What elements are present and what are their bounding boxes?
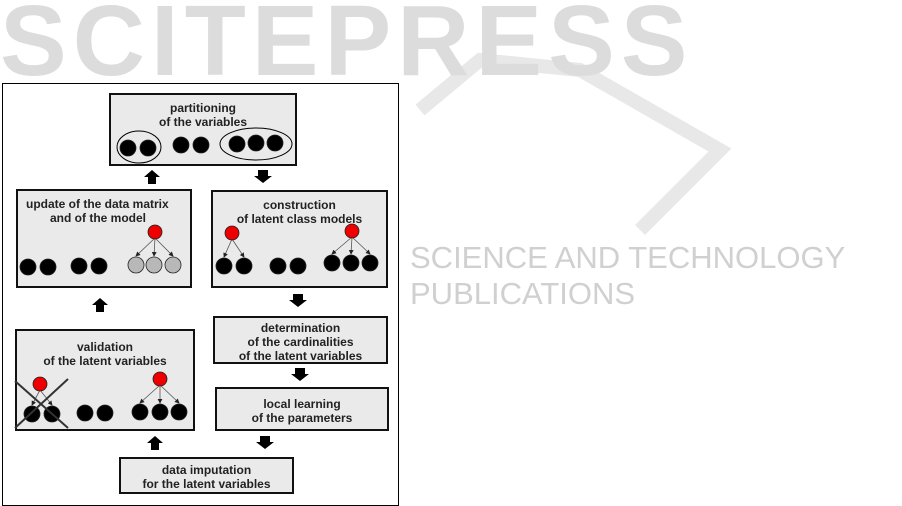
observed-node <box>323 254 341 272</box>
edge <box>351 236 371 255</box>
rejected-cross <box>14 378 69 429</box>
edge <box>31 389 41 406</box>
updated-node <box>145 256 163 274</box>
edge <box>331 236 353 255</box>
box-imputation: data imputation for the latent variables <box>119 457 294 494</box>
observed-node <box>342 254 360 272</box>
observed-node <box>39 258 57 276</box>
label: of the latent variables <box>238 349 363 363</box>
latent-node <box>147 224 163 240</box>
label: determination <box>260 321 341 335</box>
observed-node <box>90 257 108 275</box>
observed-node <box>19 258 37 276</box>
observed-node <box>119 139 137 157</box>
arrow-down-icon <box>256 436 274 449</box>
arrow-up-icon <box>144 170 160 184</box>
observed-node <box>131 403 149 421</box>
label: of the cardinalities <box>247 335 354 349</box>
edge <box>223 238 233 258</box>
latent-node <box>152 371 168 387</box>
observed-node <box>215 257 233 275</box>
edge <box>154 237 174 257</box>
group-ellipse <box>116 130 162 164</box>
edge <box>231 238 245 258</box>
label: update of the data matrix <box>26 197 169 211</box>
latent-node <box>32 376 48 392</box>
arrow-up-icon <box>147 436 163 450</box>
updated-node <box>164 256 182 274</box>
arrow-up-icon <box>92 298 108 312</box>
edge <box>139 384 161 404</box>
box-determination: determination of the cardinalities of th… <box>213 316 388 364</box>
label: validation <box>76 340 133 354</box>
label: of latent class models <box>236 212 363 226</box>
arrow-down-icon <box>291 368 309 381</box>
label: of the latent variables <box>43 354 167 368</box>
diagram-graphics <box>14 127 379 450</box>
latent-node <box>224 225 240 241</box>
observed-node <box>172 136 190 154</box>
arrow-down-icon <box>289 294 307 307</box>
observed-node <box>235 257 253 275</box>
observed-node <box>170 403 188 421</box>
edge <box>159 384 180 404</box>
label: of the variables <box>158 115 248 129</box>
observed-node <box>361 254 379 272</box>
arrow-down-icon <box>254 170 272 183</box>
watermark-title: SCITEPRESS <box>0 0 694 82</box>
group-ellipse <box>219 127 293 161</box>
label: for the latent variables <box>142 477 271 491</box>
edge <box>348 236 354 255</box>
label: data imputation <box>161 463 252 477</box>
label: partitioning <box>170 101 236 115</box>
observed-node <box>289 257 307 275</box>
observed-node <box>228 135 246 153</box>
latent-node <box>344 223 360 239</box>
observed-node <box>266 134 284 152</box>
label: and of the model <box>50 211 146 225</box>
edge <box>39 389 53 406</box>
edge <box>135 237 156 257</box>
updated-node <box>127 256 145 274</box>
label: local learning <box>263 397 341 411</box>
watermark-subtitle: SCIENCE AND TECHNOLOGY PUBLICATIONS <box>410 240 845 311</box>
observed-node <box>76 404 94 422</box>
box-local-learning: local learning of the parameters <box>215 387 389 431</box>
observed-node <box>192 136 210 154</box>
observed-node <box>96 404 114 422</box>
edge <box>151 237 157 257</box>
label: of the parameters <box>251 411 353 425</box>
observed-node <box>247 134 265 152</box>
observed-node <box>151 403 169 421</box>
observed-node <box>269 257 287 275</box>
observed-node <box>70 257 88 275</box>
label: construction <box>263 198 336 212</box>
box-partitioning: partitioning of the variables <box>109 93 297 166</box>
observed-node <box>23 405 41 423</box>
observed-node <box>139 139 157 157</box>
